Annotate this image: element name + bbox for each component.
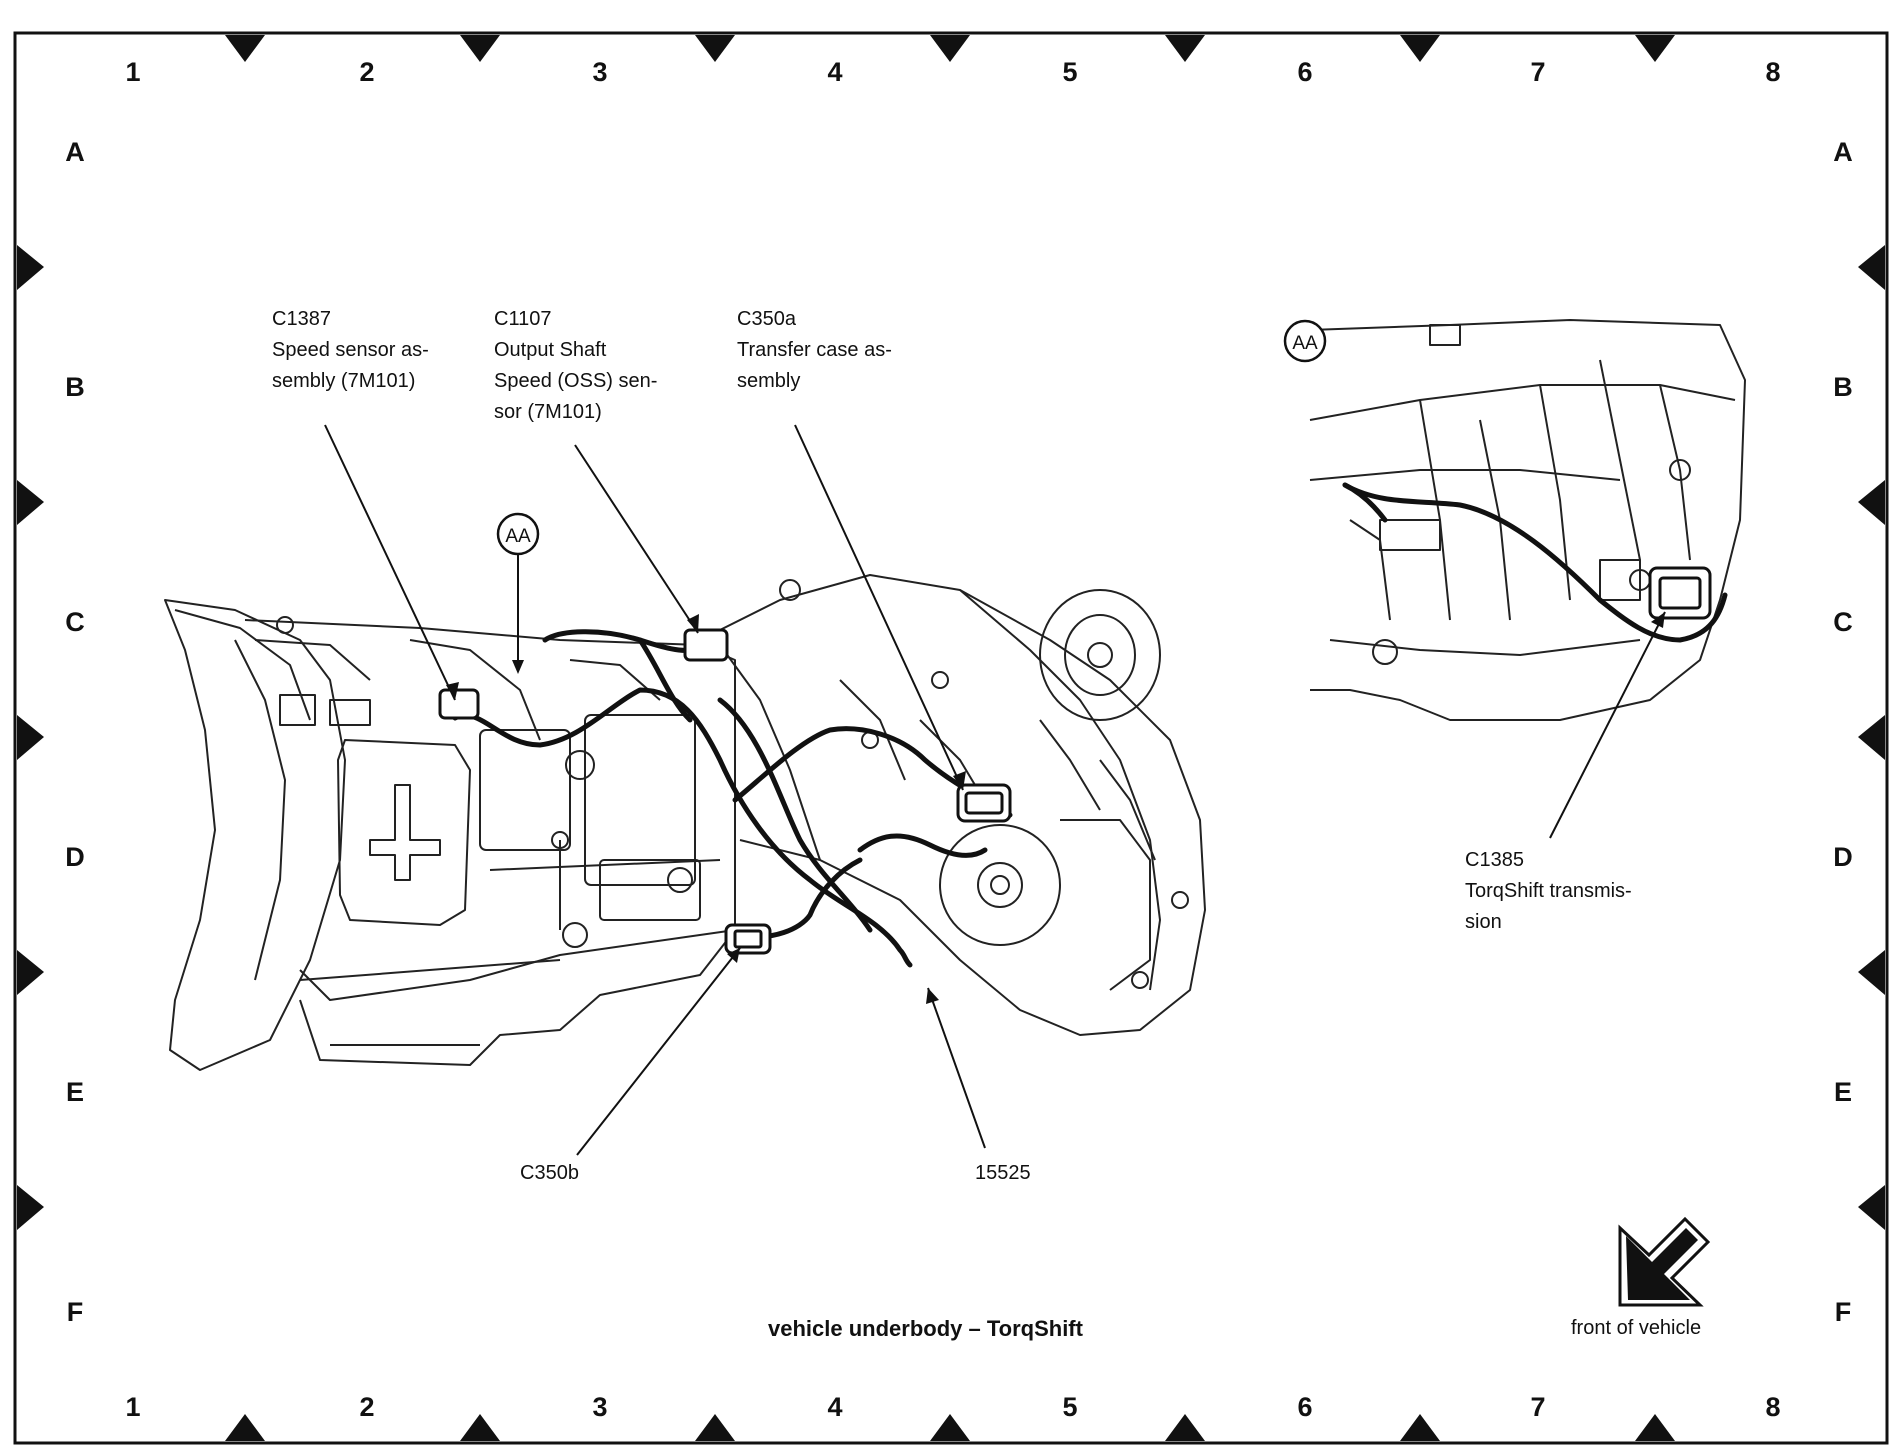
wiring-harness bbox=[452, 629, 1013, 968]
callout-15525: 15525 bbox=[975, 1162, 1031, 1184]
inset-illustration bbox=[1309, 319, 1746, 721]
column-label-bottom-1: 1 bbox=[125, 1392, 141, 1422]
callout-c1385-line1: TorqShift transmis- bbox=[1465, 880, 1632, 902]
column-label-bottom-3: 3 bbox=[592, 1392, 608, 1422]
column-label-top-2: 2 bbox=[359, 57, 375, 87]
diagram-border bbox=[13, 31, 1889, 1445]
callout-c1385: C1385 TorqShift transmis- sion bbox=[1465, 845, 1632, 938]
callout-c1387-line1: Speed sensor as- bbox=[272, 339, 429, 361]
column-label-top-7: 7 bbox=[1530, 57, 1546, 87]
callout-c350a-line2: sembly bbox=[737, 370, 801, 392]
column-label-top-1: 1 bbox=[125, 57, 141, 87]
row-label-right-c: C bbox=[1833, 607, 1853, 637]
row-label-right-b: B bbox=[1833, 372, 1853, 402]
column-label-bottom-7: 7 bbox=[1530, 1392, 1546, 1422]
callout-c1107: C1107 Output Shaft Speed (OSS) sen- sor … bbox=[494, 304, 657, 428]
left-grid-markers bbox=[17, 245, 44, 1230]
row-label-right-a: A bbox=[1833, 137, 1853, 167]
connector-c1385-shape bbox=[1648, 566, 1712, 620]
column-label-bottom-4: 4 bbox=[827, 1392, 843, 1422]
view-marker-main: AA bbox=[505, 526, 531, 547]
column-label-bottom-8: 8 bbox=[1765, 1392, 1781, 1422]
view-marker-inset: AA bbox=[1292, 333, 1318, 354]
view-marker-main-circle bbox=[496, 512, 540, 556]
callout-c350a-line1: Transfer case as- bbox=[737, 339, 892, 361]
connector-c1387-shape bbox=[438, 688, 480, 720]
callout-c1107-line1: Output Shaft bbox=[494, 339, 607, 361]
callout-c1107-line3: sor (7M101) bbox=[494, 401, 602, 423]
inset-harness bbox=[1342, 482, 1728, 643]
front-of-vehicle-label: front of vehicle bbox=[1571, 1317, 1702, 1339]
column-label-bottom-5: 5 bbox=[1062, 1392, 1078, 1422]
top-grid-markers bbox=[225, 35, 1675, 62]
leader-arrowheads bbox=[446, 612, 1665, 1004]
callout-c1107-id: C1107 bbox=[494, 308, 552, 330]
callout-c350b: C350b bbox=[520, 1162, 579, 1184]
callout-c1107-line2: Speed (OSS) sen- bbox=[494, 370, 658, 392]
row-label-left-a: A bbox=[65, 137, 85, 167]
right-grid-markers bbox=[1858, 245, 1885, 1230]
callout-c350a: C350a Transfer case as- sembly bbox=[737, 304, 892, 397]
front-of-vehicle-arrow bbox=[1618, 1216, 1711, 1307]
row-label-left-c: C bbox=[65, 607, 85, 637]
callout-c1385-id: C1385 bbox=[1465, 849, 1524, 871]
callout-c1387-line2: sembly (7M101) bbox=[272, 370, 416, 392]
column-label-top-4: 4 bbox=[827, 57, 843, 87]
column-label-top-8: 8 bbox=[1765, 57, 1781, 87]
column-label-top-3: 3 bbox=[592, 57, 608, 87]
row-label-left-b: B bbox=[65, 372, 85, 402]
column-label-bottom-6: 6 bbox=[1297, 1392, 1313, 1422]
connector-c350a-shape bbox=[956, 783, 1012, 823]
leader-lines bbox=[324, 424, 1666, 1156]
connector-c350b-shape bbox=[724, 923, 772, 955]
column-label-bottom-2: 2 bbox=[359, 1392, 375, 1422]
column-label-top-5: 5 bbox=[1062, 57, 1078, 87]
callout-c1387-id: C1387 bbox=[272, 308, 331, 330]
connector-c1107-shape bbox=[683, 628, 729, 662]
view-marker-inset-circle bbox=[1283, 319, 1327, 363]
transmission-illustration bbox=[164, 574, 1206, 1071]
bottom-grid-markers bbox=[225, 1414, 1675, 1441]
diagram-caption: vehicle underbody – TorqShift bbox=[768, 1316, 1083, 1341]
callout-c1387: C1387 Speed sensor as- sembly (7M101) bbox=[272, 304, 429, 397]
row-label-right-f: F bbox=[1834, 1297, 1852, 1327]
callout-c350a-id: C350a bbox=[737, 308, 796, 330]
callout-c1385-line2: sion bbox=[1465, 911, 1502, 933]
row-label-left-d: D bbox=[65, 842, 85, 872]
row-label-left-f: F bbox=[66, 1297, 84, 1327]
row-label-right-e: E bbox=[1833, 1077, 1852, 1107]
column-label-top-6: 6 bbox=[1297, 57, 1313, 87]
row-label-right-d: D bbox=[1833, 842, 1853, 872]
row-label-left-e: E bbox=[65, 1077, 84, 1107]
